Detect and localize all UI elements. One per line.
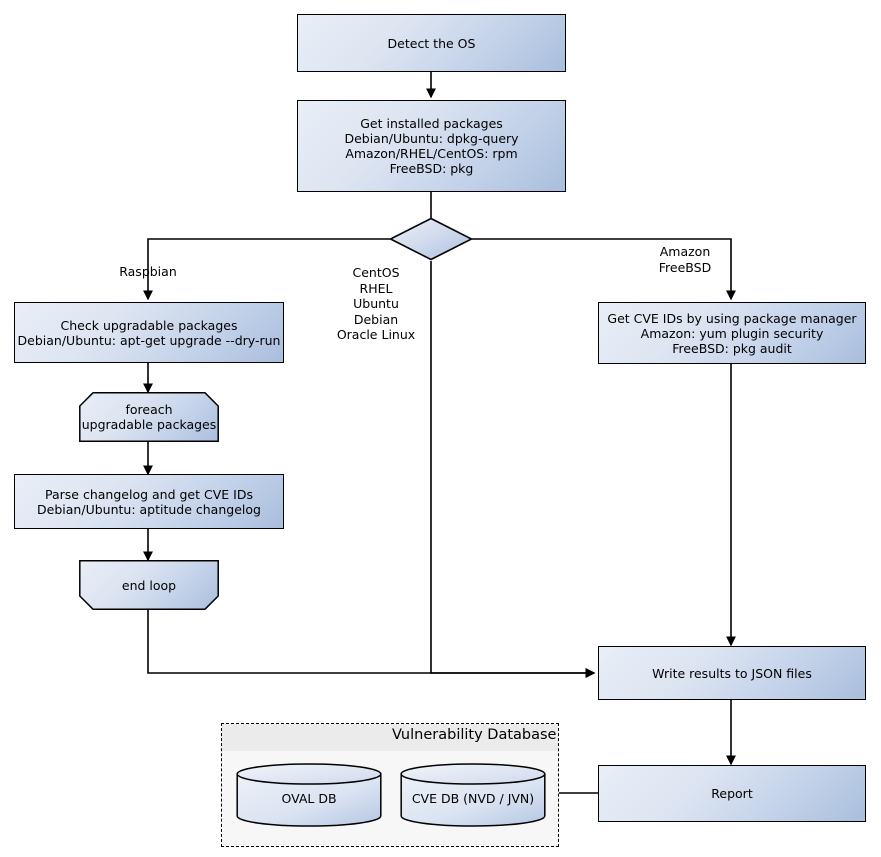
node-oval-db[interactable]: OVAL DB	[236, 763, 382, 827]
node-write-results-json[interactable]: Write results to JSON files	[598, 646, 866, 700]
node-write-results-label: Write results to JSON files	[652, 665, 812, 681]
node-foreach-line1: foreach	[125, 402, 173, 417]
oval-db-shape	[236, 763, 382, 827]
edge-endloop-to-write	[147, 610, 596, 678]
node-check-upgradable-line1: Check upgradable packages	[60, 317, 238, 333]
foreach-fill	[79, 392, 219, 442]
edge-decision-center	[430, 261, 596, 678]
node-os-decision[interactable]	[389, 217, 473, 261]
node-report[interactable]: Report	[598, 765, 866, 822]
node-get-cve-ids-line2: Amazon: yum plugin security	[640, 325, 824, 341]
node-cve-db[interactable]: CVE DB (NVD / JVN)	[400, 763, 546, 827]
node-check-upgradable-packages[interactable]: Check upgradable packages Debian/Ubuntu:…	[14, 302, 284, 363]
node-detect-the-os[interactable]: Detect the OS	[297, 14, 566, 72]
group-header-band	[222, 724, 558, 751]
node-foreach-line2: upgradable packages	[81, 417, 217, 432]
node-get-cve-ids[interactable]: Get CVE IDs by using package manager Ama…	[598, 302, 866, 364]
cve-db-shape	[400, 763, 546, 827]
node-end-loop[interactable]: end loop	[79, 560, 219, 610]
edge-label-amazon-freebsd: Amazon FreeBSD	[658, 244, 712, 275]
node-get-installed-packages-line1: Get installed packages	[360, 116, 503, 131]
edge-label-centos-group: CentOS RHEL Ubuntu Debian Oracle Linux	[336, 265, 416, 342]
node-parse-changelog-line1: Parse changelog and get CVE IDs	[45, 486, 253, 502]
node-report-label: Report	[711, 786, 753, 801]
node-detect-the-os-label: Detect the OS	[387, 35, 476, 51]
node-parse-changelog-line2: Debian/Ubuntu: aptitude changelog	[37, 501, 261, 517]
node-get-installed-packages[interactable]: Get installed packages Debian/Ubuntu: dp…	[297, 100, 566, 192]
node-oval-db-label: OVAL DB	[281, 791, 337, 806]
foreach-outline	[79, 392, 219, 442]
end-loop-outline	[79, 560, 219, 610]
edge-label-raspbian: Raspbian	[119, 264, 177, 279]
node-get-installed-packages-line3: Amazon/RHEL/CentOS: rpm	[345, 146, 518, 161]
node-get-cve-ids-line3: FreeBSD: pkg audit	[672, 340, 792, 356]
group-vulnerability-database-title: Vulnerability Database	[392, 727, 557, 743]
node-foreach-loop-start[interactable]: foreach upgradable packages	[79, 392, 219, 442]
node-end-loop-text: end loop	[121, 577, 177, 593]
end-loop-fill	[79, 560, 219, 610]
node-foreach-text: foreach upgradable packages	[79, 402, 219, 432]
node-get-installed-packages-line4: FreeBSD: pkg	[389, 161, 474, 176]
node-get-cve-ids-line1: Get CVE IDs by using package manager	[607, 310, 857, 326]
node-parse-changelog[interactable]: Parse changelog and get CVE IDs Debian/U…	[14, 474, 284, 529]
node-cve-db-label: CVE DB (NVD / JVN)	[411, 791, 535, 806]
node-check-upgradable-line2: Debian/Ubuntu: apt-get upgrade --dry-run	[17, 332, 281, 348]
node-get-installed-packages-line2: Debian/Ubuntu: dpkg-query	[344, 131, 519, 146]
